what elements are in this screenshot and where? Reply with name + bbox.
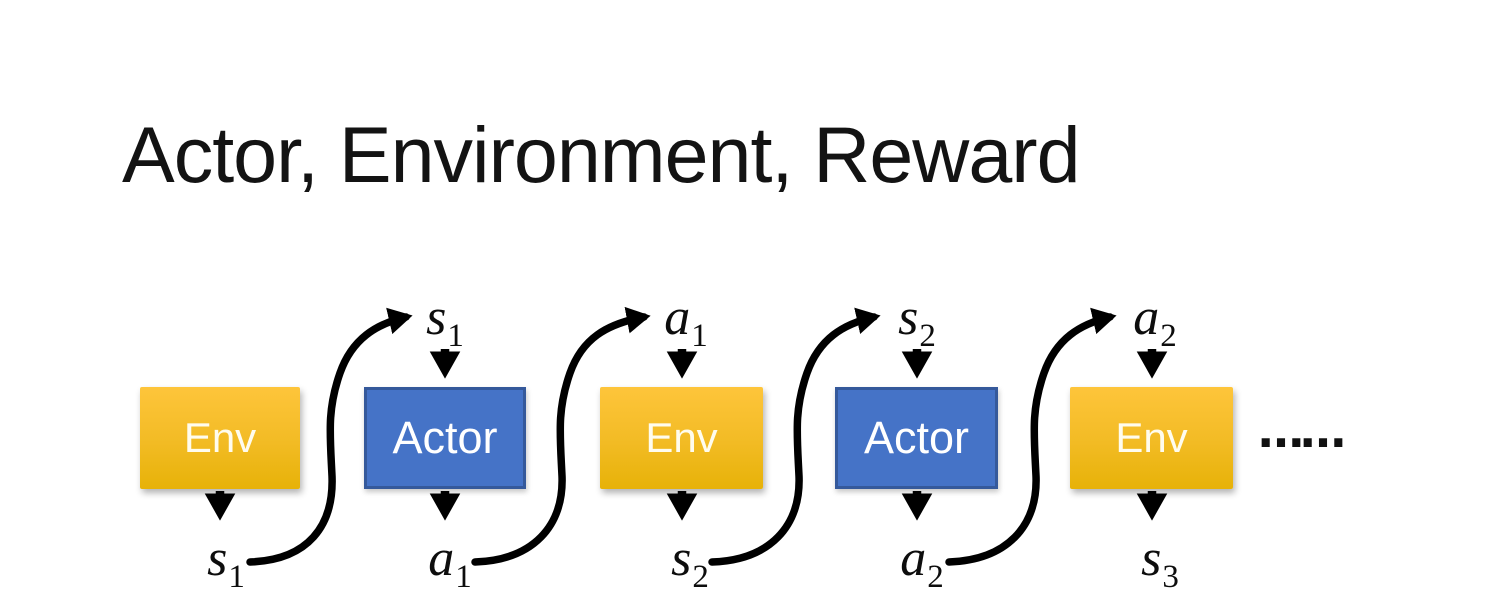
label-bottom-s3-base: s <box>1141 530 1162 587</box>
label-top-a1: a1 <box>664 289 708 353</box>
label-top-s1-base: s <box>426 289 447 346</box>
label-bottom-s2-base: s <box>671 530 692 587</box>
curved-arrow-s2-to-actor-input <box>708 307 881 566</box>
curved-arrow-a1-to-env-input <box>471 306 651 566</box>
label-bottom-s2-sub: 2 <box>692 559 709 595</box>
curved-arrow-s1-to-actor-input <box>246 307 413 566</box>
label-bottom-a2: a2 <box>900 530 944 594</box>
curved-arrow-a2-to-env-input <box>945 307 1117 566</box>
label-bottom-a2-base: a <box>900 530 927 587</box>
box-actor-2: Actor <box>835 387 998 489</box>
box-actor-1-label: Actor <box>392 412 498 463</box>
box-actor-2-label: Actor <box>863 412 970 463</box>
label-bottom-s1-sub: 1 <box>228 559 245 595</box>
label-bottom-s3: s3 <box>1141 530 1179 594</box>
label-top-s2-sub: 2 <box>919 318 936 354</box>
label-top-s2: s2 <box>898 289 936 353</box>
label-top-s2-base: s <box>898 289 919 346</box>
box-env-1: Env <box>140 387 300 489</box>
label-top-a1-sub: 1 <box>691 318 708 354</box>
label-bottom-a2-sub: 2 <box>927 559 944 595</box>
box-env-2: Env <box>600 387 763 489</box>
label-bottom-s1-base: s <box>207 530 228 587</box>
label-bottom-s1: s1 <box>207 530 245 594</box>
label-top-a2-sub: 2 <box>1160 318 1177 354</box>
box-env-2-label: Env <box>645 414 718 461</box>
label-bottom-s2: s2 <box>671 530 709 594</box>
box-env-1-label: Env <box>183 414 257 461</box>
box-env-3-label: Env <box>1115 414 1188 461</box>
label-bottom-a1-sub: 1 <box>455 559 472 595</box>
label-top-a2-base: a <box>1133 289 1160 346</box>
label-bottom-s3-sub: 3 <box>1162 559 1179 595</box>
label-bottom-a1-base: a <box>428 530 455 587</box>
page-title: Actor, Environment, Reward <box>122 110 1081 199</box>
box-env-3: Env <box>1070 387 1233 489</box>
label-top-s1: s1 <box>426 289 464 353</box>
label-bottom-a1: a1 <box>428 530 472 594</box>
box-actor-1: Actor <box>364 387 526 489</box>
label-top-a1-base: a <box>664 289 691 346</box>
label-top-s1-sub: 1 <box>447 318 464 354</box>
label-top-a2: a2 <box>1133 289 1177 353</box>
ellipsis-continuation: …… <box>1258 404 1346 458</box>
